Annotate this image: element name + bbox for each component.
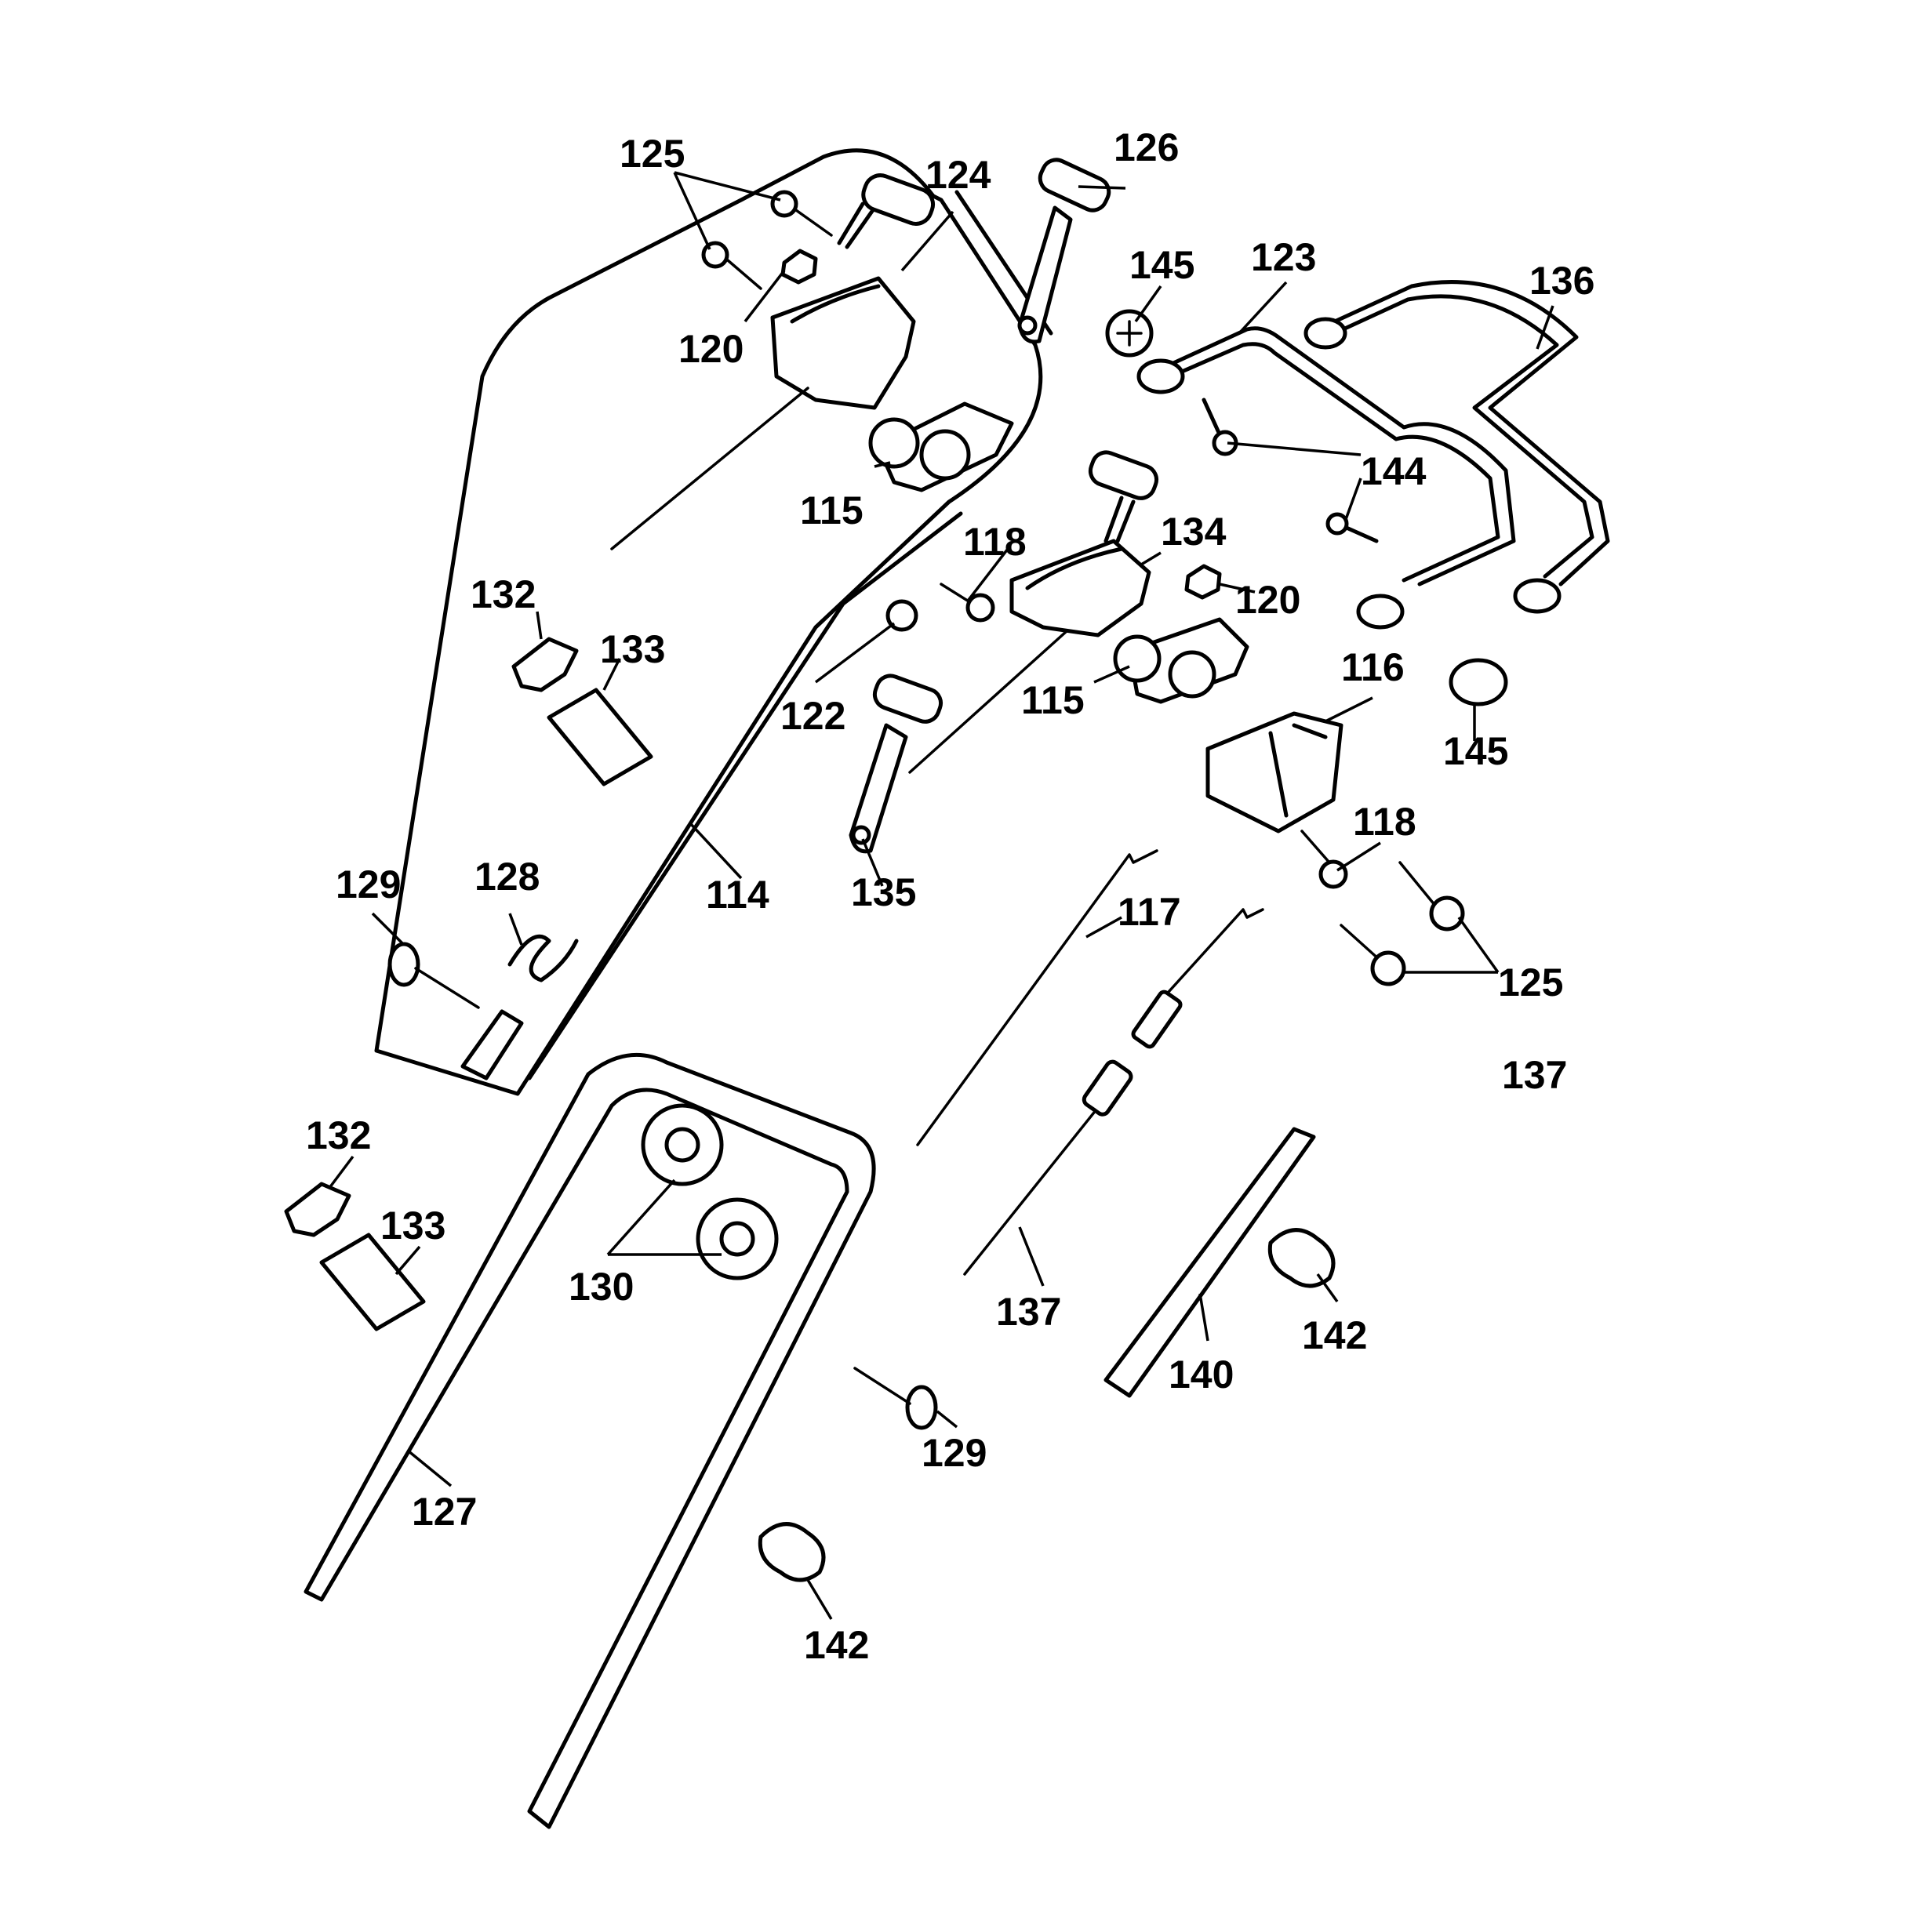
leader-lines (328, 171, 1554, 1620)
nut-120-top (780, 249, 818, 285)
callout-115-mid: 115 (1021, 678, 1085, 722)
callout-120-top: 120 (678, 327, 744, 371)
clip-132-upper (511, 637, 579, 692)
callout-115-top: 115 (800, 488, 864, 532)
switch-box-116 (1205, 711, 1343, 833)
callout-135: 135 (851, 870, 916, 914)
callout-117: 117 (1118, 890, 1181, 934)
cable-clip-142-lower (758, 1522, 826, 1582)
callout-114: 114 (706, 873, 769, 917)
bolt-118-lower (1300, 830, 1348, 889)
callout-133-lower: 133 (380, 1204, 445, 1247)
callout-134: 134 (1161, 510, 1227, 554)
cap-145 (1449, 658, 1508, 706)
callout-120-mid: 120 (1235, 578, 1300, 622)
callout-labels: 125 124 126 145 123 136 120 115 144 118 … (306, 125, 1594, 1667)
lower-handle-127 (304, 1052, 876, 1829)
cable-137 (963, 908, 1264, 1276)
callout-132-lower: 132 (306, 1113, 371, 1157)
callout-142-lower: 142 (804, 1623, 869, 1667)
callout-137-right: 137 (1502, 1053, 1567, 1097)
callout-130: 130 (569, 1265, 634, 1309)
callout-129-lower: 129 (922, 1431, 987, 1475)
screw-125-lower (1340, 861, 1465, 986)
callout-123: 123 (1251, 235, 1316, 279)
cable-117 (916, 849, 1158, 1146)
knob-130-lower (696, 1197, 779, 1280)
bolt-129-upper (387, 942, 480, 1009)
callout-118-lower: 118 (1353, 800, 1416, 844)
washer-122 (885, 599, 918, 632)
callout-132-upper: 132 (471, 572, 536, 616)
callout-136: 136 (1529, 259, 1594, 303)
callout-127: 127 (412, 1490, 477, 1534)
cover-133-lower (319, 1233, 426, 1331)
callout-133-upper: 133 (600, 627, 665, 671)
callout-129-upper: 129 (336, 862, 401, 906)
bolt-129-lower (853, 1367, 938, 1430)
upper-handle-114 (374, 148, 1053, 1096)
callout-145-right: 145 (1443, 729, 1508, 773)
callout-137: 137 (996, 1290, 1061, 1334)
pin-144 (1202, 398, 1379, 543)
lever-134 (908, 450, 1159, 774)
cover-133-upper (547, 688, 653, 786)
clip-132-lower (284, 1182, 351, 1237)
throttle-lever-124 (610, 173, 936, 550)
lever-126 (1017, 158, 1111, 344)
knob-130-upper (641, 1103, 724, 1186)
bail-123 (1136, 326, 1516, 630)
clamp-115-mid (1113, 617, 1249, 704)
cable-tie-140 (1103, 1127, 1316, 1398)
clamp-115-top (868, 401, 1014, 492)
callout-142-right: 142 (1302, 1313, 1367, 1357)
callout-144: 144 (1361, 449, 1427, 493)
callout-145-top: 145 (1129, 243, 1194, 287)
callout-118-upper: 118 (963, 520, 1027, 564)
callout-125-lower: 125 (1498, 961, 1563, 1004)
callout-122: 122 (780, 694, 845, 738)
callout-126: 126 (1114, 125, 1179, 169)
callout-124: 124 (925, 153, 991, 197)
nut-120-mid (1184, 564, 1222, 600)
bail-136 (1303, 280, 1610, 614)
callout-116: 116 (1341, 645, 1405, 689)
bolt-118-upper (940, 583, 995, 623)
bracket-128 (460, 934, 579, 1080)
lever-135 (849, 674, 944, 854)
screw-125-top (701, 190, 833, 290)
callout-128: 128 (474, 855, 540, 899)
cable-clip-142-right (1267, 1228, 1336, 1288)
callout-140: 140 (1169, 1353, 1234, 1396)
callout-125-top: 125 (620, 132, 685, 176)
star-washer-145 (1105, 309, 1154, 358)
